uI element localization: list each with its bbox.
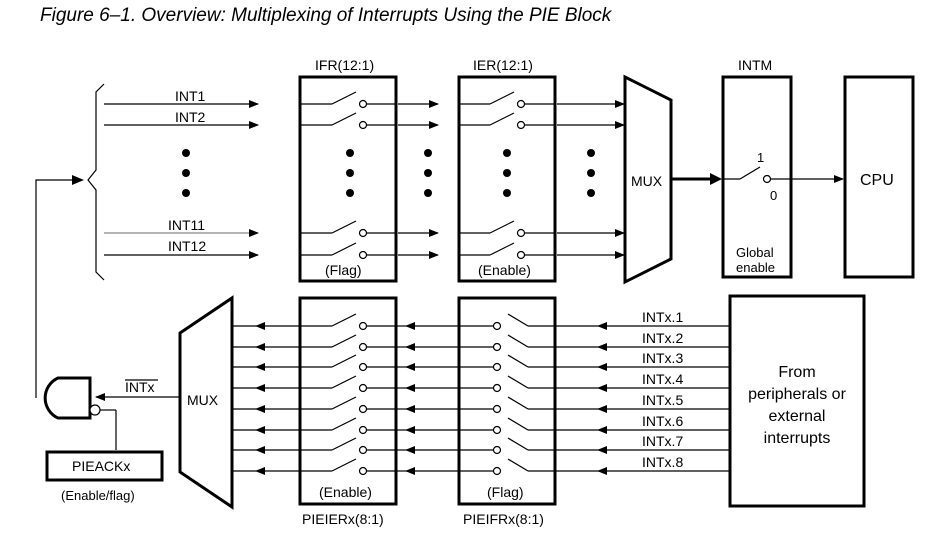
- pieier-contact-6: [358, 425, 368, 435]
- cpu-label: CPU: [860, 172, 894, 189]
- pieier-contact-1: [358, 321, 368, 331]
- intx-input-label-7: INTx.7: [642, 433, 683, 449]
- intm-label: INTM: [738, 57, 772, 73]
- pieier-contact-3: [358, 362, 368, 372]
- ifr-flag-label: (Flag): [325, 262, 362, 278]
- pieier-contact-8: [358, 466, 368, 476]
- pieifr-register: [457, 296, 557, 506]
- intx-input-label-6: INTx.6: [642, 413, 683, 429]
- and-gate: [43, 376, 92, 420]
- pieifr-flag-label: (Flag): [487, 484, 524, 500]
- bottom-mux: [178, 295, 234, 510]
- pieier-contact-4: [358, 383, 368, 393]
- pieifr-contact-8: [492, 466, 502, 476]
- pieack-sub-label: (Enable/flag): [61, 488, 135, 503]
- pieifr-contact-2: [492, 342, 502, 352]
- source-line-3: external: [769, 408, 826, 425]
- intx-input-label-5: INTx.5: [642, 392, 683, 408]
- bottom-mux-label: MUX: [187, 392, 219, 408]
- pieier-switch-2: [331, 334, 357, 348]
- pieifr-switch-1: [507, 313, 529, 327]
- ier-enable-label: (Enable): [478, 262, 531, 278]
- pieifr-contact-3: [492, 362, 502, 372]
- switch-0-label: 0: [770, 188, 777, 203]
- interrupt-source-box: [728, 294, 866, 508]
- pieack-box: [45, 450, 164, 482]
- input-int12: INT12: [168, 238, 206, 254]
- ifr-ier-links: [398, 100, 439, 259]
- pieier-switch-7: [331, 437, 357, 451]
- bottom-signal-rows: INTx.1INTx.2INTx.3INTx.4INTx.5INTx.6INTx…: [232, 309, 730, 476]
- pieier-switch-3: [331, 354, 357, 368]
- ifr-label: IFR(12:1): [315, 57, 374, 73]
- intx-input-label-2: INTx.2: [642, 330, 683, 346]
- top-mux-label: MUX: [631, 173, 663, 189]
- pieier-contact-2: [358, 342, 368, 352]
- pieifr-label: PIEIFRx(8:1): [463, 511, 544, 527]
- ifr-switches: [300, 91, 396, 260]
- ier-label: IER(12:1): [473, 57, 533, 73]
- pieier-switch-5: [331, 396, 357, 410]
- intm-switch: [723, 166, 772, 184]
- input-bracket: [87, 83, 105, 281]
- source-line-4: interrupts: [764, 430, 831, 447]
- and-gate-inverter: [89, 404, 101, 416]
- pieifr-contact-5: [492, 404, 502, 414]
- pieifr-contact-7: [492, 445, 502, 455]
- ier-register: [457, 75, 557, 283]
- global-enable-line1: Global: [736, 245, 774, 260]
- pieifr-switch-3: [507, 354, 529, 368]
- pieifr-switch-8: [507, 458, 529, 472]
- ier-switches: [459, 91, 555, 260]
- intx-label: INTx: [125, 379, 155, 395]
- pieier-switch-6: [331, 417, 357, 431]
- source-line-1: From: [778, 364, 815, 381]
- switch-1-label: 1: [757, 150, 764, 165]
- intx-input-label-8: INTx.8: [642, 454, 683, 470]
- intx-input-label-1: INTx.1: [642, 309, 683, 325]
- pieier-switch-4: [331, 375, 357, 389]
- top-mux: [623, 74, 673, 285]
- pieifr-switch-6: [507, 417, 529, 431]
- pieifr-switch-4: [507, 375, 529, 389]
- pieifr-switch-5: [507, 396, 529, 410]
- top-input-lines: [104, 100, 259, 259]
- pieack-label: PIEACKx: [72, 458, 130, 474]
- pieifr-contact-6: [492, 425, 502, 435]
- pieifr-switch-2: [507, 334, 529, 348]
- pieifr-contact-4: [492, 383, 502, 393]
- pieier-label: PIEIERx(8:1): [302, 511, 384, 527]
- ier-mux-links: [557, 100, 625, 259]
- pieier-contact-5: [358, 404, 368, 414]
- intx-input-label-4: INTx.4: [642, 371, 683, 387]
- input-int2: INT2: [175, 109, 206, 125]
- and-feedback-line: [35, 179, 76, 398]
- source-line-2: peripherals or: [748, 386, 847, 403]
- ifr-register: [298, 75, 398, 283]
- pieifr-contact-1: [492, 321, 502, 331]
- input-int11: INT11: [168, 217, 205, 233]
- pieifr-switch-7: [507, 437, 529, 451]
- figure-title: Figure 6–1. Overview: Multiplexing of In…: [40, 5, 612, 26]
- pieier-contact-7: [358, 445, 368, 455]
- cpu-box: [843, 75, 915, 279]
- intx-input-label-3: INTx.3: [642, 350, 683, 366]
- pieier-switch-8: [331, 458, 357, 472]
- pieier-switch-1: [331, 313, 357, 327]
- pieier-enable-label: (Enable): [319, 484, 372, 500]
- intm-register: [721, 75, 793, 279]
- global-enable-line2: enable: [736, 260, 775, 275]
- ellipsis-dots-left: [182, 149, 190, 197]
- input-int1: INT1: [175, 88, 206, 104]
